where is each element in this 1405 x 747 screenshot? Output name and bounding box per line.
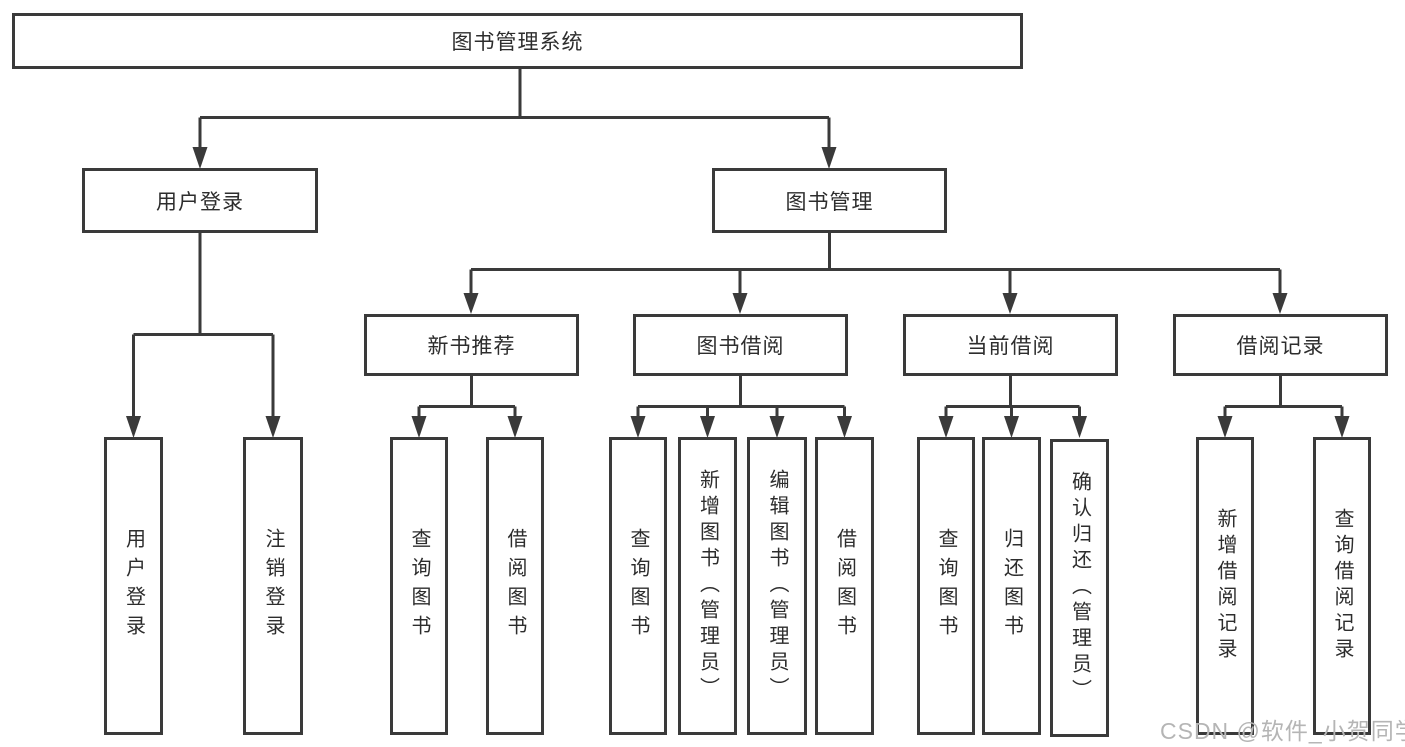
leaf-node-add-borrow-record: 新增借阅记录 bbox=[1196, 437, 1254, 735]
leaf-node-borrow-books-1: 借阅图书 bbox=[486, 437, 544, 735]
leaf-node-logout: 注销登录 bbox=[243, 437, 303, 735]
leaf-node-add-books-admin: 新增图书（管理员） bbox=[678, 437, 737, 735]
leaf-node-edit-books-admin: 编辑图书（管理员） bbox=[747, 437, 807, 735]
branch-node-book-borrow: 图书借阅 bbox=[633, 314, 848, 376]
leaf-node-borrow-books-2: 借阅图书 bbox=[815, 437, 874, 735]
csdn-watermark: CSDN @软件_小贺同学 bbox=[1160, 718, 1405, 744]
leaf-node-user-login: 用户登录 bbox=[104, 437, 163, 735]
branch-node-book-management: 图书管理 bbox=[712, 168, 947, 233]
branch-node-new-book-recommend: 新书推荐 bbox=[364, 314, 579, 376]
branch-node-user-login: 用户登录 bbox=[82, 168, 318, 233]
root-node: 图书管理系统 bbox=[12, 13, 1023, 69]
leaf-node-query-books-3: 查询图书 bbox=[917, 437, 975, 735]
branch-node-current-borrow: 当前借阅 bbox=[903, 314, 1118, 376]
leaf-node-confirm-return-admin: 确认归还（管理员） bbox=[1050, 439, 1109, 737]
branch-node-borrow-records: 借阅记录 bbox=[1173, 314, 1388, 376]
leaf-node-query-books-2: 查询图书 bbox=[609, 437, 667, 735]
leaf-node-query-borrow-record: 查询借阅记录 bbox=[1313, 437, 1371, 735]
leaf-node-return-books: 归还图书 bbox=[982, 437, 1041, 735]
leaf-node-query-books-1: 查询图书 bbox=[390, 437, 448, 735]
